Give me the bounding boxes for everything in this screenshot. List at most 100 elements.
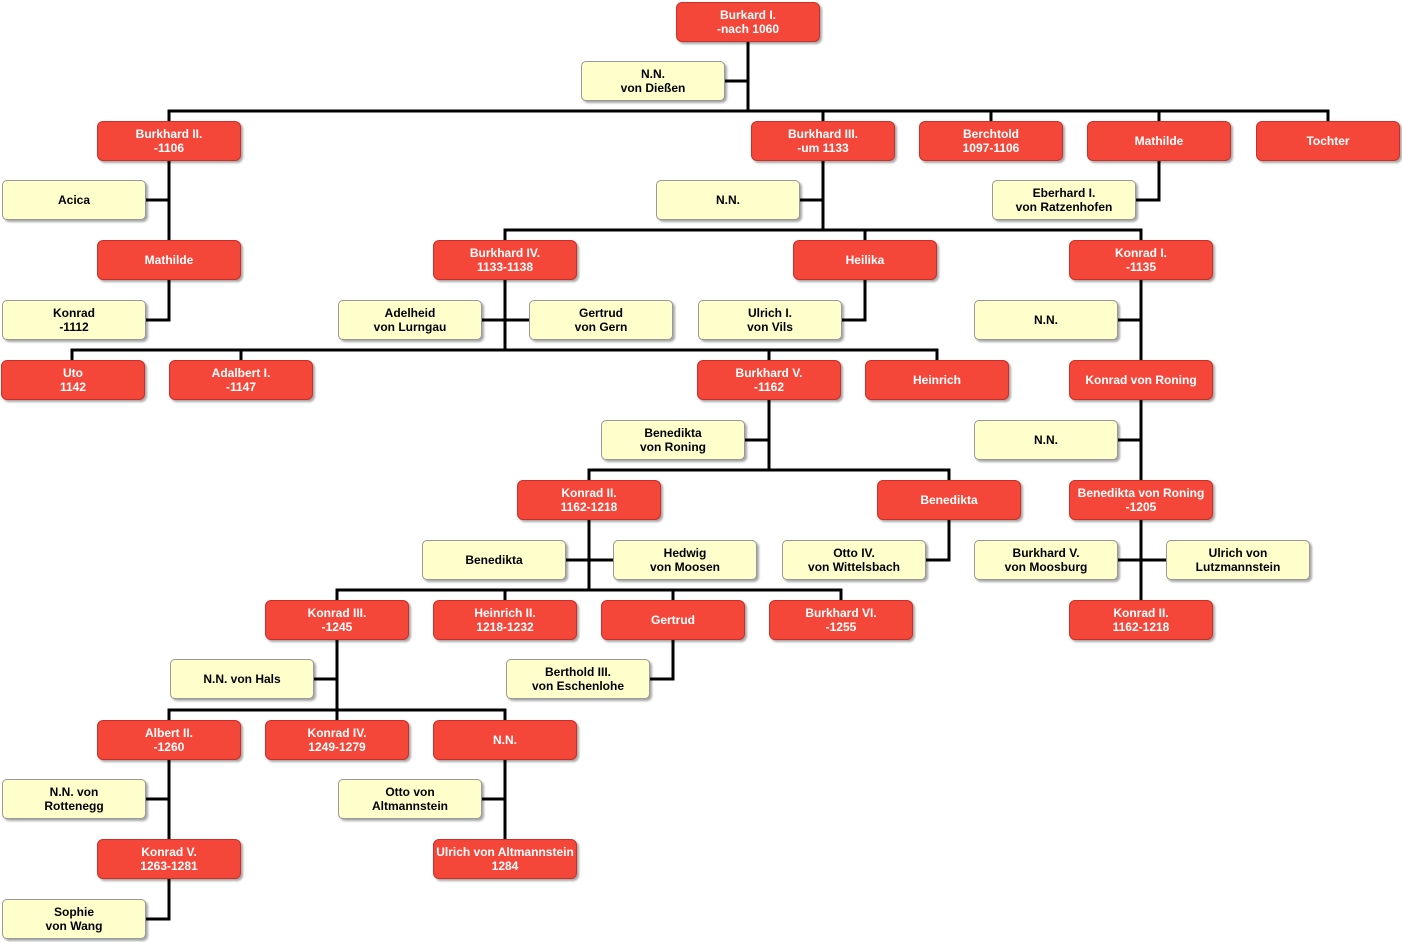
member-box[interactable]: Gertrud xyxy=(601,600,745,640)
spouse-name: Benedikta xyxy=(644,426,702,440)
member-name: Konrad II. xyxy=(561,486,617,500)
member-name: Konrad IV. xyxy=(307,726,367,740)
spouse-origin: von Wang xyxy=(45,919,103,933)
member-box[interactable]: Heinrich xyxy=(865,360,1009,400)
member-box[interactable]: Albert II.-1260 xyxy=(97,720,241,760)
member-name: N.N. xyxy=(493,733,517,747)
member-dates: 1142 xyxy=(59,380,87,394)
spouse-box[interactable]: Konrad-1112 xyxy=(2,300,146,340)
spouse-box[interactable]: Benedikta xyxy=(422,540,566,580)
member-box[interactable]: Konrad von Roning xyxy=(1069,360,1213,400)
spouse-name: Gertrud xyxy=(578,306,623,320)
spouse-origin: Rottenegg xyxy=(44,799,104,813)
member-dates: 1249-1279 xyxy=(308,740,366,754)
spouse-name: Benedikta xyxy=(465,553,523,567)
spouse-box[interactable]: Eberhard I.von Ratzenhofen xyxy=(992,180,1136,220)
member-box[interactable]: Konrad IV.1249-1279 xyxy=(265,720,409,760)
spouse-name: Sophie xyxy=(53,905,94,919)
spouse-box[interactable]: Ulrich I.von Vils xyxy=(698,300,842,340)
spouse-box[interactable]: N.N. xyxy=(974,420,1118,460)
member-box[interactable]: Heilika xyxy=(793,240,937,280)
member-name: Mathilde xyxy=(1134,134,1184,148)
member-name: Mathilde xyxy=(144,253,194,267)
member-dates: 1218-1232 xyxy=(476,620,534,634)
member-name: Albert II. xyxy=(144,726,193,740)
member-dates: -1260 xyxy=(153,740,185,754)
member-box[interactable]: Mathilde xyxy=(1087,121,1231,161)
member-dates: -1106 xyxy=(153,141,185,155)
member-name: Benedikta xyxy=(920,493,978,507)
spouse-name: Hedwig xyxy=(663,546,707,560)
member-dates: -um 1133 xyxy=(797,141,849,155)
member-box[interactable]: Benedikta xyxy=(877,480,1021,520)
spouse-name: N.N. von Hals xyxy=(203,672,281,686)
member-box[interactable]: Burkhard II.-1106 xyxy=(97,121,241,161)
spouse-box[interactable]: N.N. xyxy=(974,300,1118,340)
spouse-origin: von Moosburg xyxy=(1004,560,1088,574)
member-box[interactable]: Benedikta von Roning-1205 xyxy=(1069,480,1213,520)
member-name: Ulrich von Altmannstein xyxy=(436,845,574,859)
member-box[interactable]: Konrad II.1162-1218 xyxy=(1069,600,1213,640)
spouse-origin: Lutzmannstein xyxy=(1195,560,1281,574)
member-name: Burkard I. xyxy=(719,8,776,22)
member-dates: -1162 xyxy=(753,380,785,394)
spouse-origin: von Gern xyxy=(574,320,628,334)
member-name: Heinrich II. xyxy=(474,606,536,620)
spouse-box[interactable]: Otto IV.von Wittelsbach xyxy=(782,540,926,580)
spouse-origin: von Vils xyxy=(747,320,793,334)
spouse-name: Konrad xyxy=(53,306,95,320)
spouse-box[interactable]: N.N.von Dießen xyxy=(581,61,725,101)
member-dates: 1284 xyxy=(491,859,519,873)
member-box[interactable]: Mathilde xyxy=(97,240,241,280)
member-box[interactable]: Konrad III.-1245 xyxy=(265,600,409,640)
member-name: Tochter xyxy=(1306,134,1350,148)
member-name: Berchtold xyxy=(962,127,1019,141)
spouse-name: N.N. xyxy=(1034,313,1058,327)
member-name: Adalbert I. xyxy=(211,366,271,380)
spouse-name: N.N. xyxy=(716,193,740,207)
spouse-box[interactable]: N.N. von Hals xyxy=(170,659,314,699)
spouse-name: Otto von xyxy=(385,785,435,799)
member-dates: 1162-1218 xyxy=(560,500,618,514)
spouse-box[interactable]: Acica xyxy=(2,180,146,220)
member-dates: 1162-1218 xyxy=(1112,620,1170,634)
member-box[interactable]: Konrad II.1162-1218 xyxy=(517,480,661,520)
member-box[interactable]: Burkhard VI.-1255 xyxy=(769,600,913,640)
member-box[interactable]: Burkhard III.-um 1133 xyxy=(751,121,895,161)
member-box[interactable]: Adalbert I.-1147 xyxy=(169,360,313,400)
spouse-name: Burkhard V. xyxy=(1012,546,1080,560)
member-box[interactable]: Burkhard IV.1133-1138 xyxy=(433,240,577,280)
member-box[interactable]: Tochter xyxy=(1256,121,1400,161)
member-box[interactable]: Heinrich II.1218-1232 xyxy=(433,600,577,640)
member-dates: 1097-1106 xyxy=(962,141,1020,155)
member-box[interactable]: Burkhard V.-1162 xyxy=(697,360,841,400)
spouse-box[interactable]: Berthold III.von Eschenlohe xyxy=(506,659,650,699)
spouse-name: N.N. xyxy=(1034,433,1058,447)
spouse-name: Berthold III. xyxy=(545,665,611,679)
spouse-box[interactable]: N.N. xyxy=(656,180,800,220)
member-box[interactable]: Burkard I.-nach 1060 xyxy=(676,2,820,42)
spouse-name: Acica xyxy=(57,193,91,207)
member-box[interactable]: Konrad V.1263-1281 xyxy=(97,839,241,879)
spouse-box[interactable]: Burkhard V.von Moosburg xyxy=(974,540,1118,580)
member-dates: -1255 xyxy=(825,620,857,634)
spouse-origin: von Eschenlohe xyxy=(531,679,625,693)
member-box[interactable]: N.N. xyxy=(433,720,577,760)
spouse-origin: Altmannstein xyxy=(371,799,448,813)
member-name: Burkhard VI. xyxy=(805,606,877,620)
spouse-origin: von Moosen xyxy=(649,560,720,574)
spouse-origin: von Dießen xyxy=(620,81,686,95)
member-box[interactable]: Konrad I.-1135 xyxy=(1069,240,1213,280)
member-dates: -nach 1060 xyxy=(716,22,780,36)
